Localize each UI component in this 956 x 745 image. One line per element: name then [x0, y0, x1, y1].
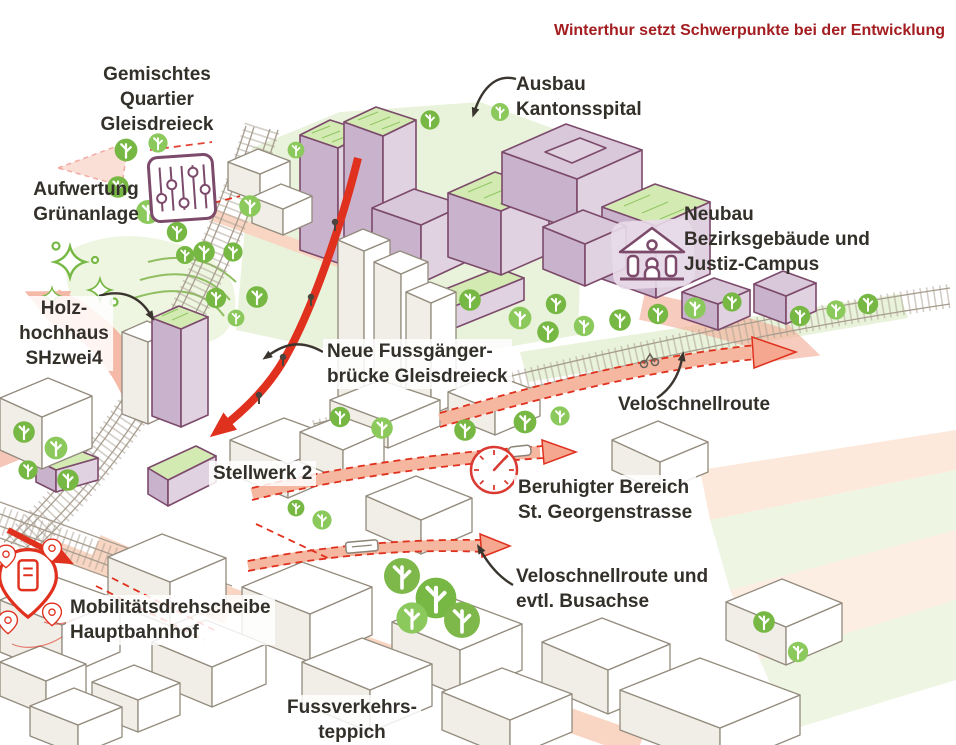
annotation-fussgaengerbruecke: Neue Fussgänger- brücke Gleisdreieck [323, 339, 512, 389]
bicycle-icon [639, 352, 660, 369]
annotation-mobilitaetsdrehscheibe: Mobilitätsdrehscheibe Hauptbahnhof [66, 595, 275, 645]
mixer-sliders-icon [146, 152, 218, 224]
annotation-stellwerk-2: Stellwerk 2 [209, 461, 317, 486]
people-on-bridge [255, 218, 339, 404]
annotation-ausbau-kantonsspital: Ausbau Kantonsspital [516, 74, 642, 120]
buildings [0, 106, 843, 745]
annotation-fussverkehrsteppich: Fussverkehrs- teppich [283, 695, 421, 745]
annotation-holzhochhaus-shzwei4: Holz- hochhaus SHzwei4 [15, 296, 113, 371]
holzhochhaus-building [151, 305, 209, 428]
annotation-gemischtes-quartier: Gemischtes Quartier Gleisdreieck [100, 64, 214, 135]
annotation-veloschnellroute: Veloschnellroute [618, 394, 771, 415]
annotation-neubau-bezirksgebaeude: Neubau Bezirksgebäude und Justiz-Campus [684, 204, 870, 275]
annotation-aufwertung-gruenanlage: Aufwertung Grünanlage [33, 179, 139, 225]
busachse-route-arrow [246, 532, 513, 572]
bus-icon [344, 539, 379, 554]
location-pins-icon [0, 538, 75, 648]
annotation-veloschnellroute-busachse: Veloschnellroute und evtl. Busachse [516, 566, 709, 612]
curved-arrow-icon [98, 76, 686, 587]
page-title: Winterthur setzt Schwerpunkte bei der En… [553, 22, 945, 39]
speedometer-icon [469, 445, 519, 495]
courthouse-icon [610, 218, 696, 290]
veloschnellroute-arrow [438, 335, 799, 428]
annotation-beruhigter-bereich: Beruhigter Bereich St. Georgenstrasse [514, 475, 697, 525]
footbridge-path [209, 157, 362, 438]
